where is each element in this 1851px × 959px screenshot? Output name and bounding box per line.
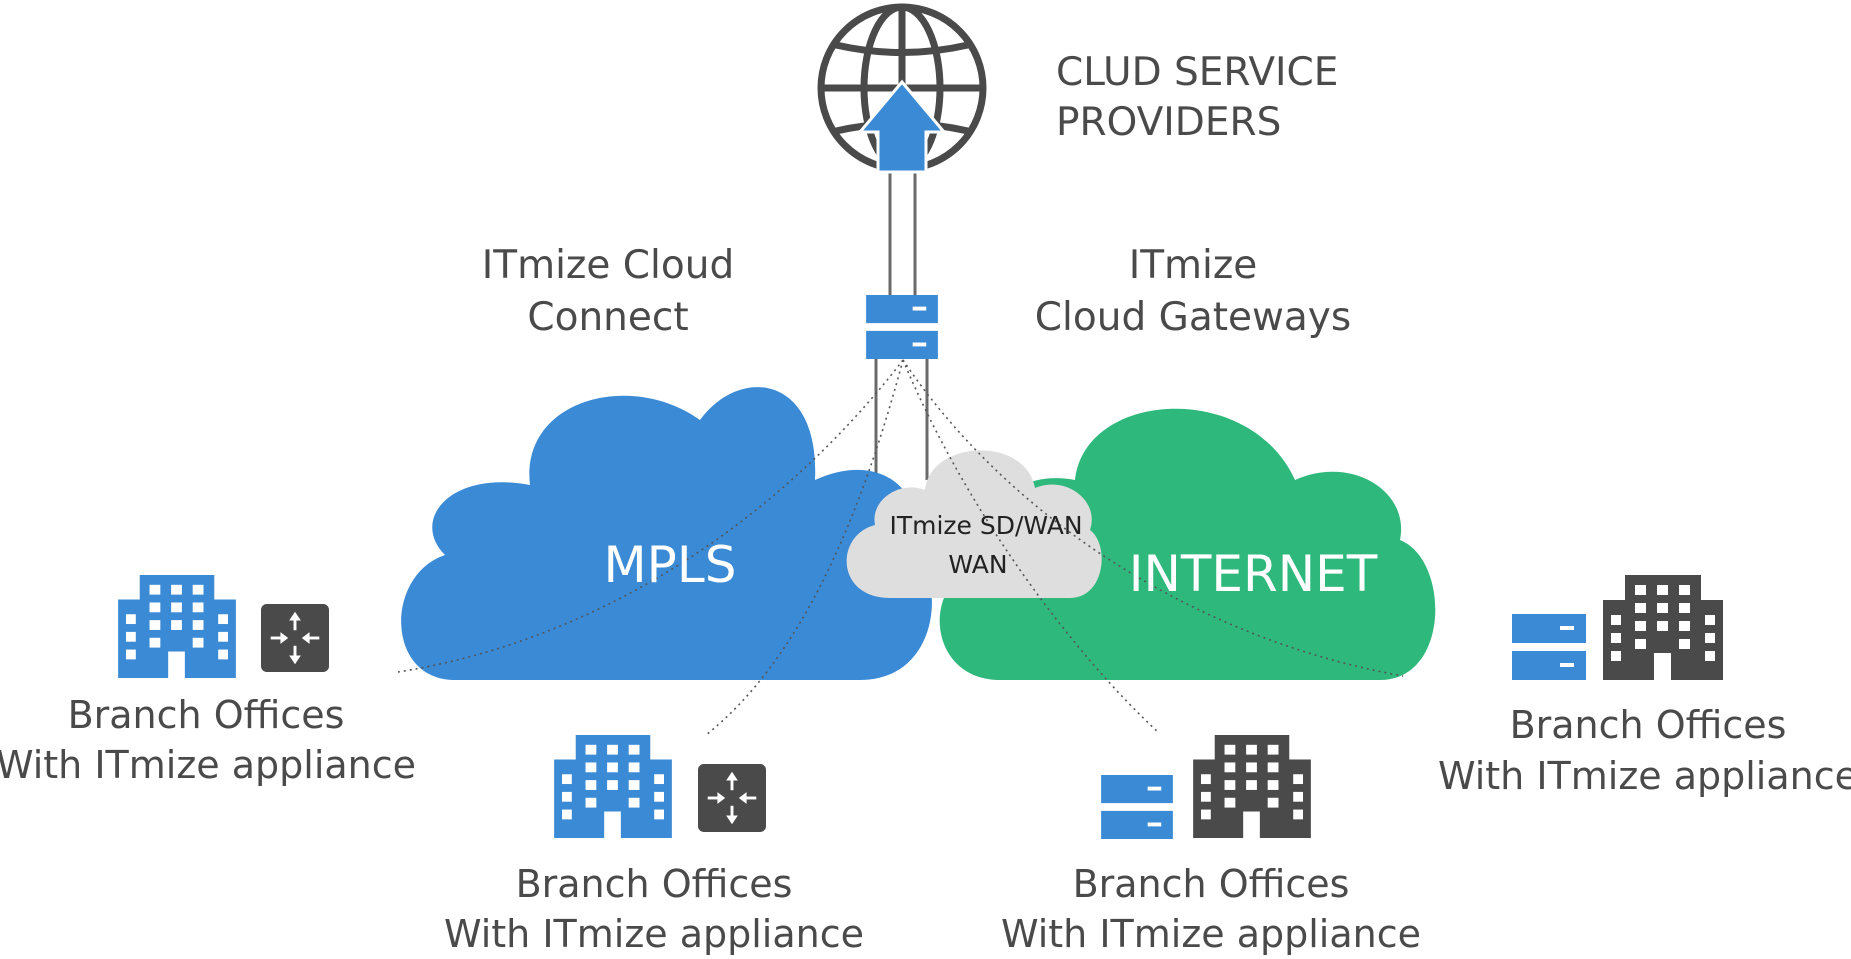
sdwan-cloud — [846, 450, 1102, 598]
branch-label-line2: With ITmize appliance — [1438, 754, 1851, 798]
server-icon — [1512, 614, 1586, 680]
branch-label-line1: Branch Offices — [1073, 862, 1350, 906]
upload-arrow-icon — [856, 79, 948, 174]
server-icon — [1101, 775, 1173, 839]
branch-label-line2: With ITmize appliance — [1001, 912, 1421, 956]
cloud-connect-cables — [874, 165, 929, 480]
mpls-label: MPLS — [604, 536, 737, 594]
internet-cloud — [939, 408, 1436, 680]
title-line1: CLUD SERVICE — [1056, 50, 1338, 95]
dotted-links — [397, 359, 1404, 736]
title-line2: PROVIDERS — [1056, 100, 1281, 145]
cloud-connect-line2: Connect — [527, 295, 688, 340]
internet-label: INTERNET — [1129, 545, 1378, 603]
branch-label-line1: Branch Offices — [1510, 703, 1787, 747]
cloud-gateways-line2: Cloud Gateways — [1035, 295, 1351, 340]
building-icon — [1603, 575, 1723, 680]
cloud-connect-line1: ITmize Cloud — [482, 243, 734, 288]
branch-label-line1: Branch Offices — [68, 693, 345, 737]
branch-label-line1: Branch Offices — [516, 862, 793, 906]
branch-label-line2: With ITmize appliance — [0, 743, 416, 787]
sdwan-label-line2: WAN — [948, 550, 1007, 579]
sdwan-label-line1: ITmize SD/WAN — [889, 511, 1082, 540]
router-icon — [259, 604, 331, 672]
building-icon — [1193, 735, 1311, 838]
building-icon — [554, 735, 672, 838]
branch-label-line2: With ITmize appliance — [444, 912, 864, 956]
router-icon — [696, 764, 768, 832]
mpls-cloud — [401, 387, 932, 680]
building-icon — [118, 575, 236, 678]
cloud-gateways-line1: ITmize — [1129, 243, 1258, 288]
gateway-server-icon — [866, 295, 938, 359]
